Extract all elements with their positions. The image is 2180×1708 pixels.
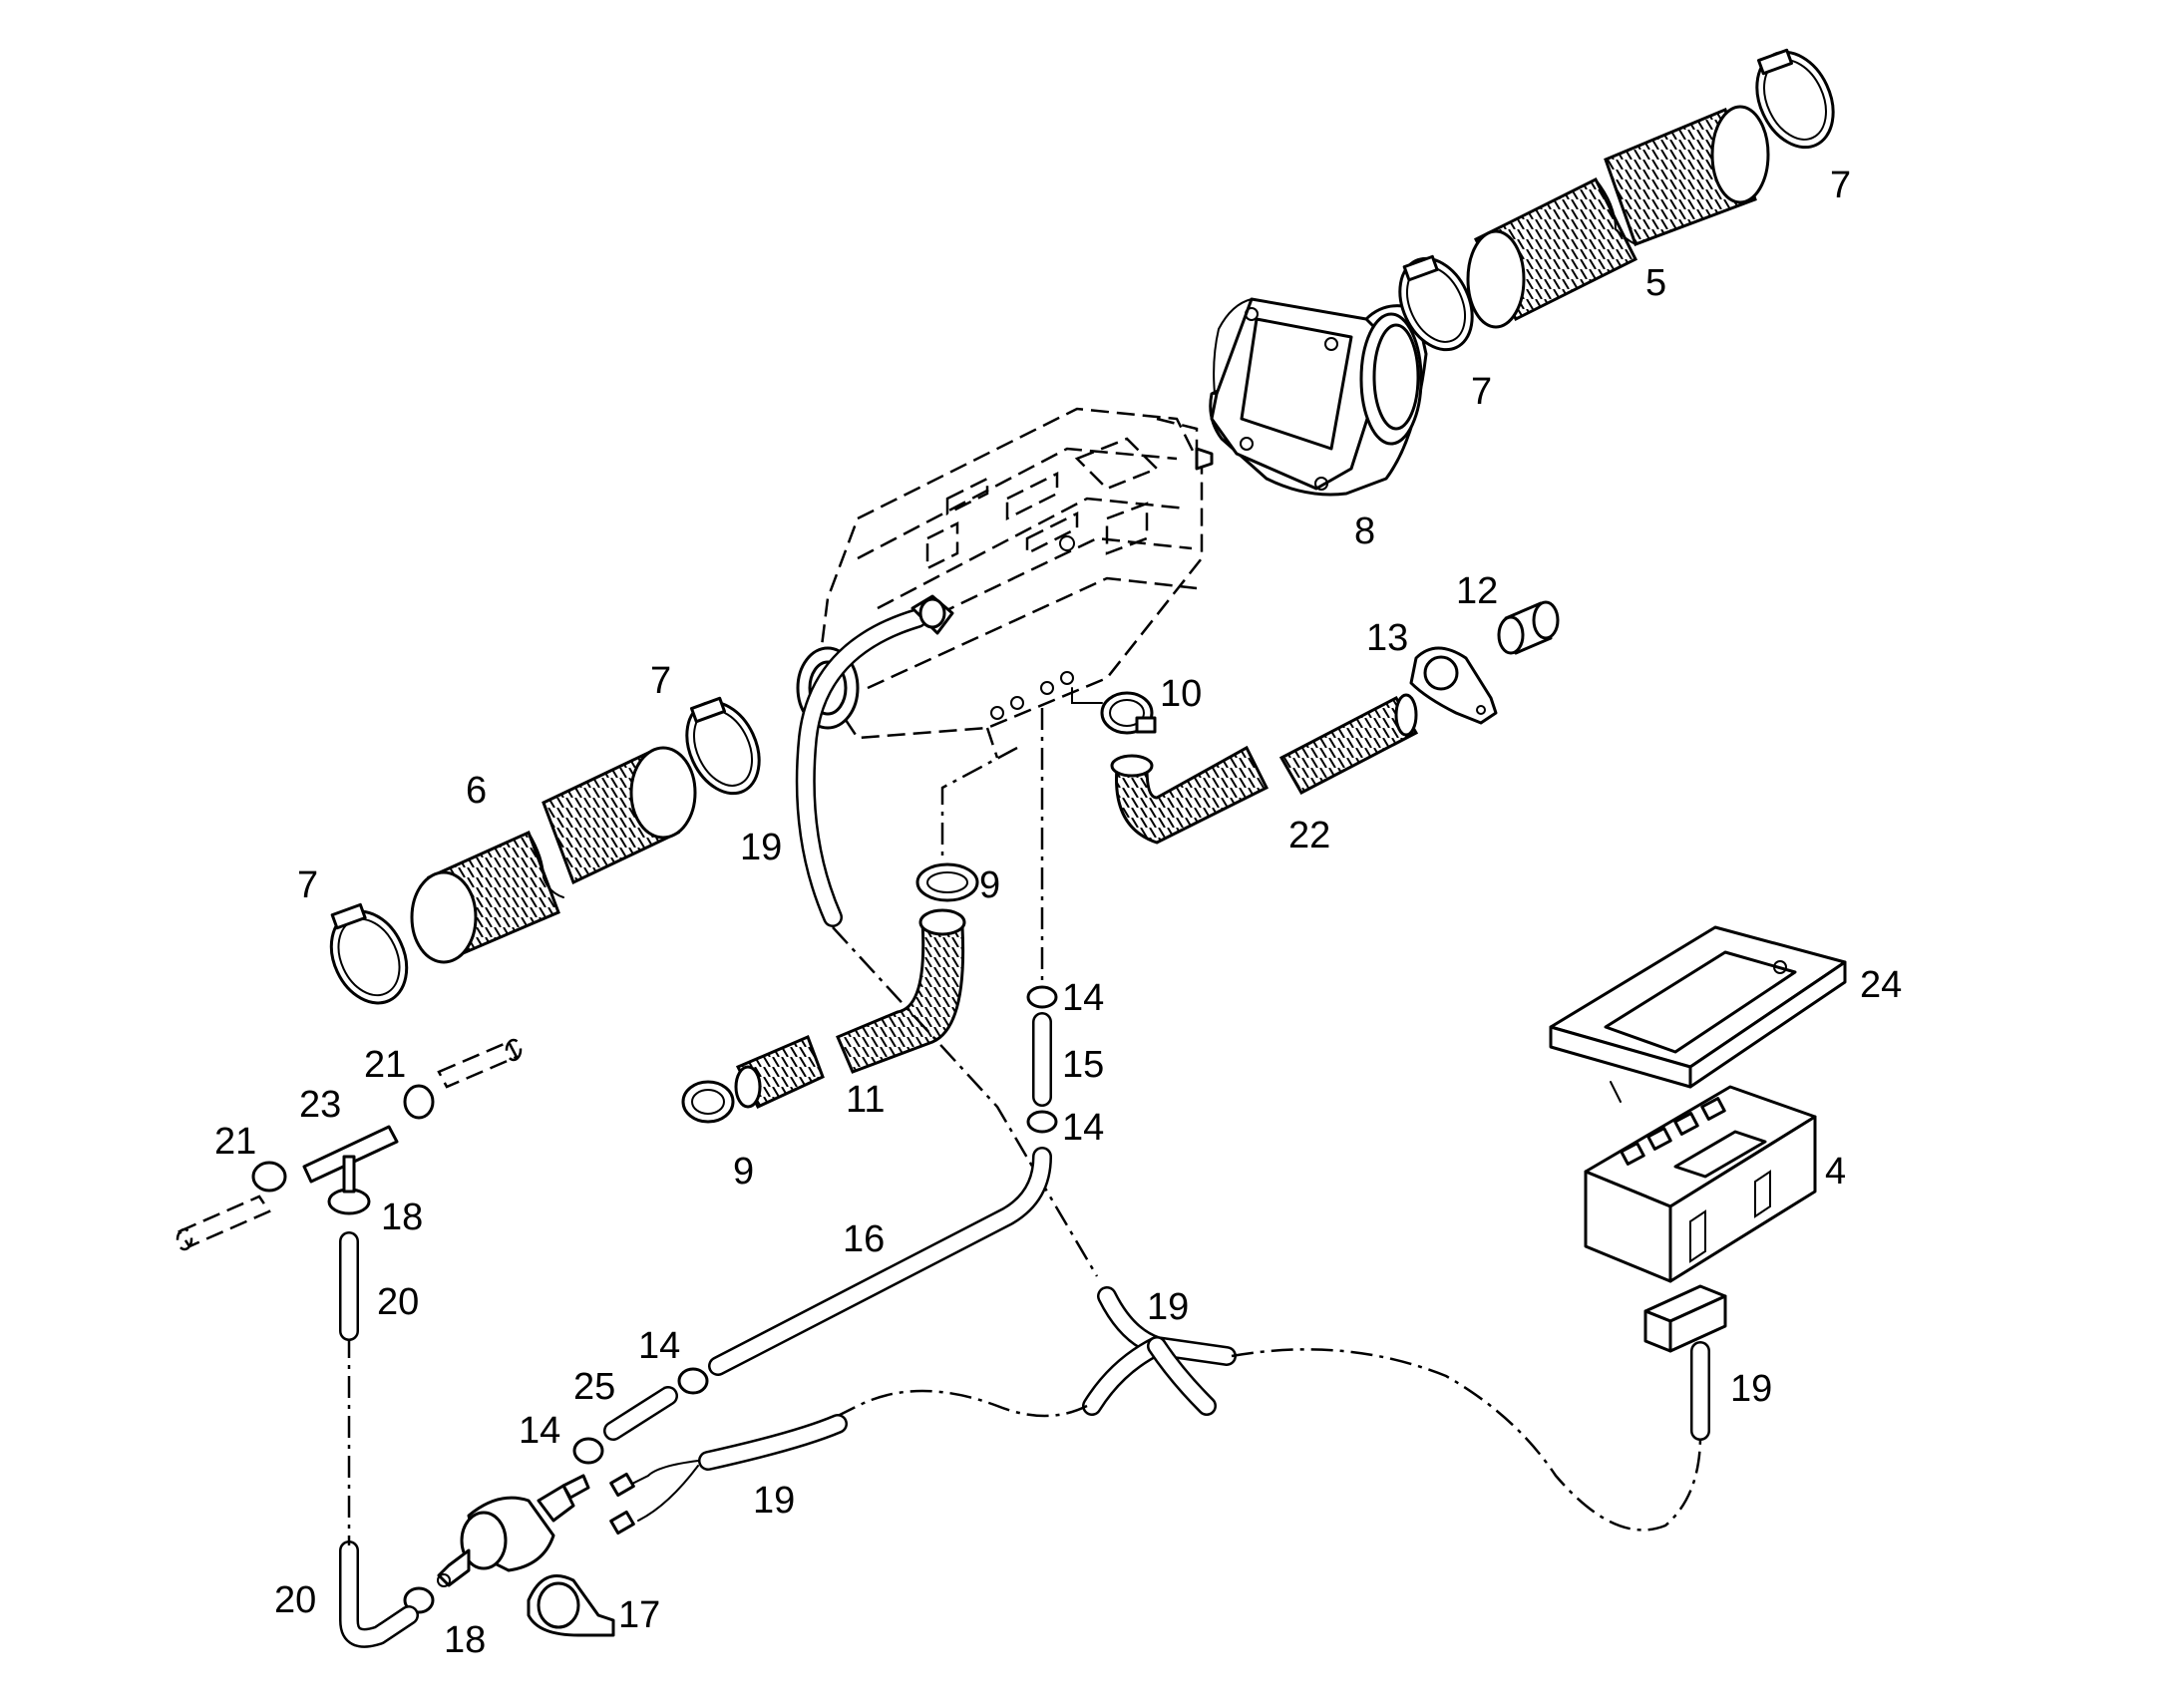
label-13: 13 [1366, 617, 1408, 659]
intake-pipe-11 [734, 908, 966, 1109]
label-20: 20 [377, 1281, 419, 1323]
label-7: 7 [1830, 165, 1851, 206]
part-labels: 7 5 7 8 12 13 10 7 6 7 19 9 22 14 15 14 … [214, 165, 1902, 1661]
label-19: 19 [1147, 1286, 1189, 1328]
label-12: 12 [1456, 570, 1498, 612]
hose-clip-21-a [251, 1161, 287, 1193]
hose-clip-21-b [403, 1084, 435, 1120]
label-22: 22 [1288, 815, 1330, 856]
fuel-line-16 [708, 1147, 1052, 1376]
sleeve-12 [1497, 600, 1560, 655]
hose-clamp-9-bottom [681, 1080, 735, 1124]
label-15: 15 [1062, 1044, 1104, 1086]
label-4: 4 [1825, 1151, 1846, 1193]
harness-connector [1643, 1284, 1727, 1353]
wiring-harness-19-pump [609, 1414, 848, 1536]
air-duct-5 [1466, 105, 1770, 329]
label-8: 8 [1354, 511, 1375, 552]
label-14: 14 [1062, 1107, 1104, 1149]
hose-clip-14-d [572, 1437, 604, 1465]
label-18: 18 [444, 1619, 486, 1661]
label-5: 5 [1645, 262, 1666, 304]
connector-hose-dashed-left [176, 1195, 271, 1251]
label-24: 24 [1860, 964, 1902, 1006]
label-6: 6 [466, 770, 487, 812]
harness-plug [910, 594, 954, 635]
label-23: 23 [299, 1084, 341, 1126]
label-7: 7 [650, 660, 671, 702]
label-7: 7 [297, 864, 318, 906]
hose-clip-14-c [677, 1367, 709, 1395]
label-19: 19 [1730, 1368, 1772, 1410]
hose-clamp-7-top-right [1755, 48, 1835, 150]
label-19: 19 [753, 1480, 795, 1522]
air-outlet-hood [1209, 297, 1428, 497]
t-piece-23 [302, 1125, 399, 1194]
label-16: 16 [843, 1218, 885, 1260]
label-9: 9 [979, 864, 1000, 906]
connector-hose-dashed-right [437, 1038, 523, 1089]
hose-clamp-7-mid-right [1398, 254, 1474, 352]
label-14: 14 [638, 1325, 680, 1367]
fuel-hose-20-bottom [339, 1540, 419, 1648]
exhaust-pipe-22 [1110, 693, 1419, 845]
hose-clamp-7-left [329, 902, 409, 1005]
label-14: 14 [519, 1410, 560, 1452]
mounting-clamp-17 [527, 1574, 615, 1637]
label-17: 17 [618, 1594, 660, 1636]
pipe-clamp-13 [1409, 646, 1498, 725]
hose-clamp-7-mid-left [685, 696, 761, 796]
hose-clip-14-b [1026, 1110, 1058, 1134]
label-20: 20 [274, 1579, 316, 1621]
wiring-harness-19-branch [1082, 1286, 1237, 1416]
label-10: 10 [1160, 673, 1202, 715]
label-21: 21 [364, 1044, 406, 1086]
hose-clamp-10 [1100, 691, 1157, 735]
label-19: 19 [740, 827, 782, 868]
label-7: 7 [1471, 371, 1492, 413]
air-duct-6 [410, 746, 697, 964]
hose-clip-18-top [327, 1188, 371, 1215]
hose-clamp-9-top [915, 862, 979, 902]
label-14: 14 [1062, 977, 1104, 1019]
label-21: 21 [214, 1121, 256, 1163]
fuel-pump [437, 1474, 590, 1587]
fuel-hose-25 [603, 1386, 678, 1441]
label-18: 18 [381, 1196, 423, 1238]
mounting-frame-24 [1549, 925, 1847, 1103]
hose-clip-14-a [1026, 985, 1058, 1009]
label-25: 25 [573, 1366, 615, 1408]
label-11: 11 [846, 1079, 885, 1121]
label-9: 9 [733, 1151, 754, 1193]
control-panel-4 [1584, 1085, 1817, 1283]
